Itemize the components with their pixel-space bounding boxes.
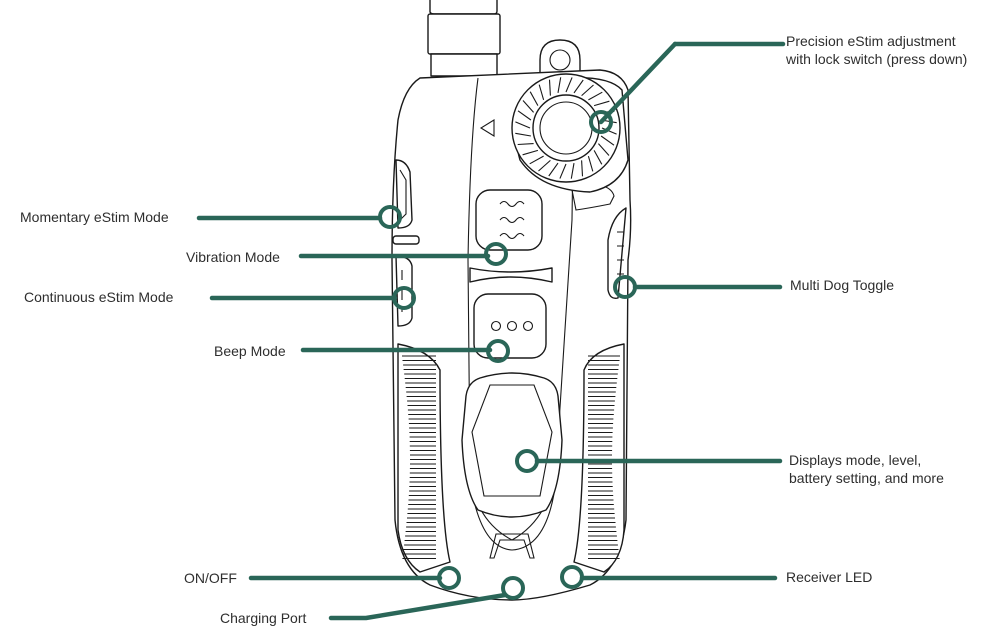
dial-tooth [573,79,584,94]
label-on-off: ON/OFF [184,570,237,586]
dial-tooth [593,150,603,165]
dial-tooth [548,79,551,96]
label-display: Displays mode, level, battery setting, a… [789,451,944,487]
dial-tooth [559,163,567,179]
label-momentary-estim: Momentary eStim Mode [20,209,169,225]
vibration-button [475,189,543,251]
divider-bar [469,267,553,283]
dial-tooth [601,127,617,135]
dial-tooth [515,121,531,129]
dial-tooth [593,100,610,107]
dial-tooth [517,143,534,146]
dial-tooth [548,162,559,177]
antenna [427,0,501,77]
label-multi-dog: Multi Dog Toggle [790,277,895,293]
label-precision-estim-line2: with lock switch (press down) [786,51,968,67]
bottom-chevron [489,533,535,559]
label-beep: Beep Mode [214,343,286,359]
precision-dial [511,73,629,193]
right-grip [573,343,625,573]
dial-tooth [587,155,594,172]
dial-tooth [515,132,531,137]
dial-tooth [529,155,544,165]
label-charging-port: Charging Port [220,610,307,626]
dial-tooth [522,100,535,113]
label-precision-estim-line1: Precision eStim adjustment [786,33,956,49]
dial-tooth [588,91,603,101]
dial-tooth [538,84,545,101]
dial-tooth [597,143,610,156]
label-receiver-led: Receiver LED [786,569,873,585]
dial-tooth [581,160,584,177]
label-precision-estim: Precision eStim adjustment with lock swi… [786,32,967,68]
label-display-line1: Displays mode, level, [789,452,922,468]
dial-tooth [538,159,551,172]
dial-tooth [522,149,539,156]
display-window [461,372,563,518]
dial-tooth [570,163,575,179]
dial-tooth [581,84,594,97]
label-display-line2: battery setting, and more [789,470,944,486]
label-vibration: Vibration Mode [186,249,280,265]
left-grip [397,343,451,573]
dial-tooth [529,91,539,106]
dial-tooth [565,77,573,93]
dial-tooth [517,110,532,121]
dial-tooth [557,77,562,93]
dial-tooth [600,135,615,146]
leader-lines [196,41,786,621]
label-continuous-estim: Continuous eStim Mode [24,289,174,305]
